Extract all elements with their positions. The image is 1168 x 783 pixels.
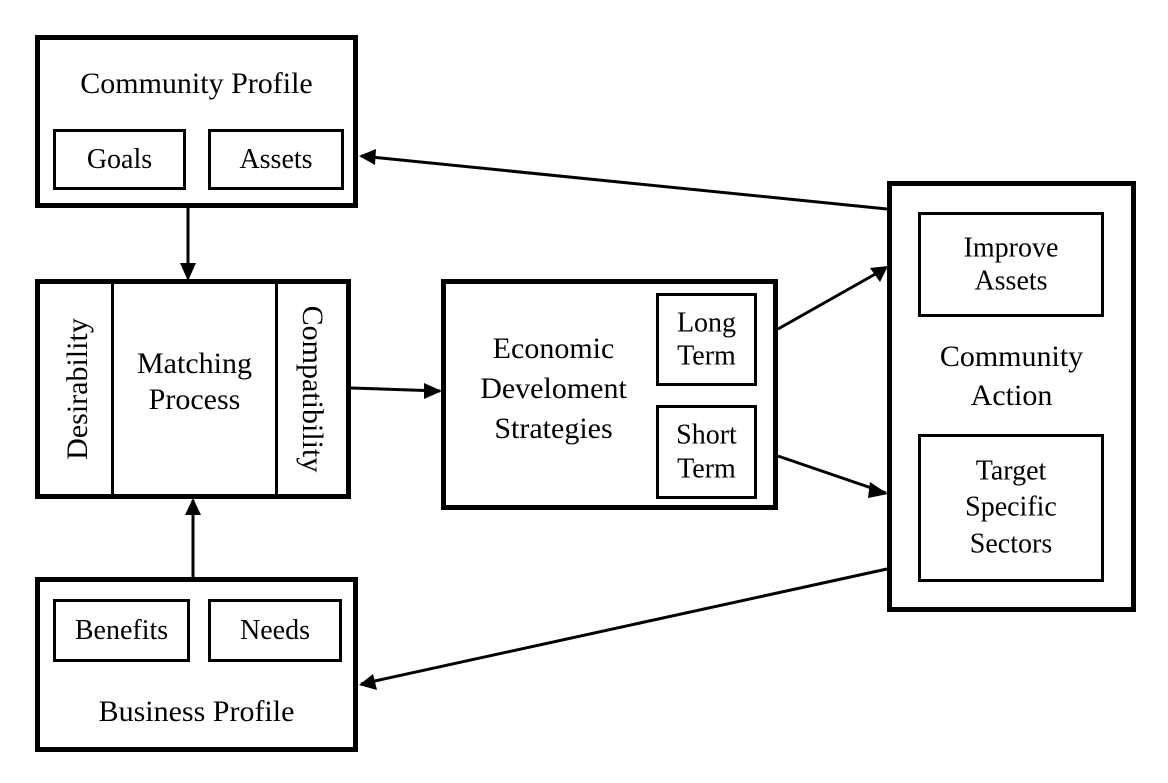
short-term-label: Short Term xyxy=(659,418,754,485)
matching-process-label: Matching Process xyxy=(114,346,275,418)
arrow-short-term-to-action xyxy=(777,454,887,495)
needs-label: Needs xyxy=(240,614,310,646)
economic-strategies-label: Economic Develoment Strategies xyxy=(446,329,661,449)
assets-box: Assets xyxy=(208,129,344,190)
target-sectors-box: Target Specific Sectors xyxy=(918,434,1104,582)
arrowhead-matching-to-strategies xyxy=(424,383,442,399)
community-action-box: Improve Assets Community Action Target S… xyxy=(887,181,1136,612)
arrowhead-community-to-matching xyxy=(180,263,196,281)
strategies-line-1: Economic xyxy=(492,332,615,365)
benefits-label: Benefits xyxy=(74,614,169,646)
improve-assets-line-2: Assets xyxy=(974,265,1048,297)
community-action-label: Community Action xyxy=(892,337,1131,415)
community-profile-box: Community Profile Goals Assets xyxy=(35,35,358,208)
target-sectors-label: Target Specific Sectors xyxy=(921,453,1101,562)
needs-box: Needs xyxy=(208,599,342,662)
long-term-box: Long Term xyxy=(656,293,757,386)
matching-divider-left xyxy=(111,284,114,494)
business-profile-title: Business Profile xyxy=(98,695,295,728)
long-term-line-1: Long xyxy=(676,306,737,338)
arrowhead-action-to-community xyxy=(359,149,376,165)
short-term-box: Short Term xyxy=(656,405,757,499)
benefits-box: Benefits xyxy=(53,599,190,662)
improve-assets-label: Improve Assets xyxy=(921,231,1101,298)
goals-label: Goals xyxy=(86,143,153,175)
arrow-action-to-business xyxy=(360,567,888,686)
short-term-line-2: Term xyxy=(677,453,736,484)
matching-line-2: Process xyxy=(148,383,241,416)
matching-divider-right xyxy=(275,284,278,494)
arrow-action-to-community xyxy=(360,154,888,211)
arrowhead-short-term-to-action xyxy=(868,482,888,498)
arrowhead-long-term-to-action xyxy=(870,266,888,282)
arrowhead-action-to-business xyxy=(359,674,377,690)
community-action-line-1: Community xyxy=(939,340,1084,373)
goals-box: Goals xyxy=(53,129,186,190)
matching-process-box: Desirability Matching Process Compatibil… xyxy=(35,279,351,499)
community-profile-title: Community Profile xyxy=(80,67,313,100)
business-profile-box: Benefits Needs Business Profile xyxy=(35,577,358,752)
target-sectors-line-3: Sectors xyxy=(969,528,1053,560)
improve-assets-box: Improve Assets xyxy=(918,212,1104,317)
economic-strategies-box: Economic Develoment Strategies Long Term… xyxy=(441,279,778,510)
assets-label: Assets xyxy=(239,143,313,175)
arrowhead-business-to-matching xyxy=(185,498,201,515)
short-term-line-1: Short xyxy=(676,419,737,451)
long-term-label: Long Term xyxy=(659,306,754,373)
strategies-line-2: Develoment xyxy=(480,371,627,405)
matching-line-1: Matching xyxy=(137,347,252,380)
target-sectors-line-2: Specific xyxy=(965,491,1057,523)
community-action-line-2: Action xyxy=(970,379,1053,412)
long-term-line-2: Term xyxy=(677,340,736,372)
target-sectors-line-1: Target xyxy=(975,455,1047,487)
strategies-line-3: Strategies xyxy=(494,411,613,445)
arrow-long-term-to-action xyxy=(777,266,887,331)
improve-assets-line-1: Improve xyxy=(963,231,1059,263)
